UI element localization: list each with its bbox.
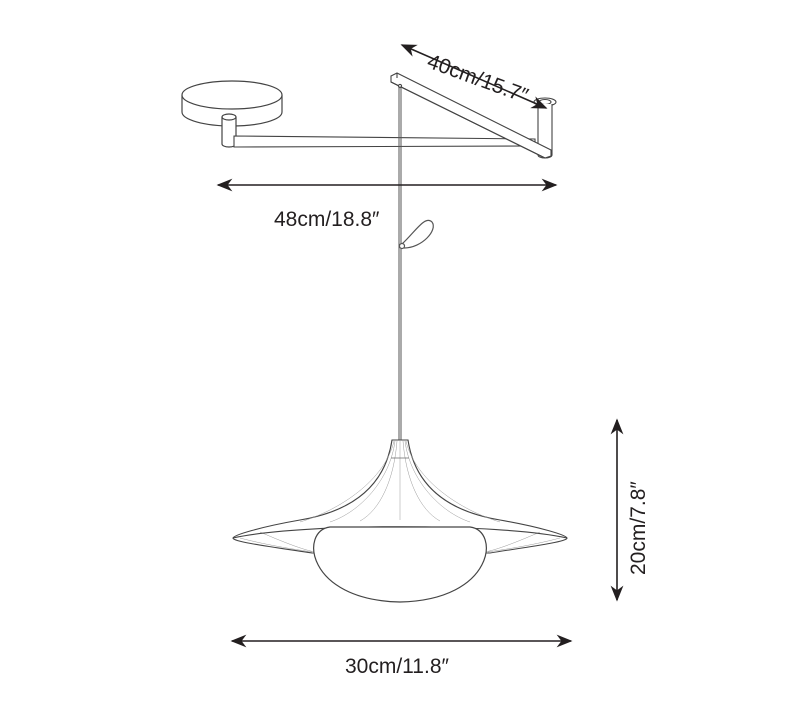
shade-width-label: 30cm/11.8″: [345, 655, 449, 678]
total-span-label: 48cm/18.8″: [274, 208, 380, 231]
arm-length-arrow: [400, 44, 548, 109]
horizontal-arm: [233, 135, 536, 148]
shade-height-label: 20cm/7.8″: [627, 481, 650, 575]
canopy-post: [221, 113, 237, 148]
glass-diffuser: [313, 526, 487, 603]
cord-loop-clip: [398, 219, 434, 250]
dimension-lines: [216, 44, 624, 648]
pendant-cord: [398, 86, 402, 440]
ceiling-canopy: [181, 80, 283, 127]
lamp-shade: [232, 439, 568, 554]
